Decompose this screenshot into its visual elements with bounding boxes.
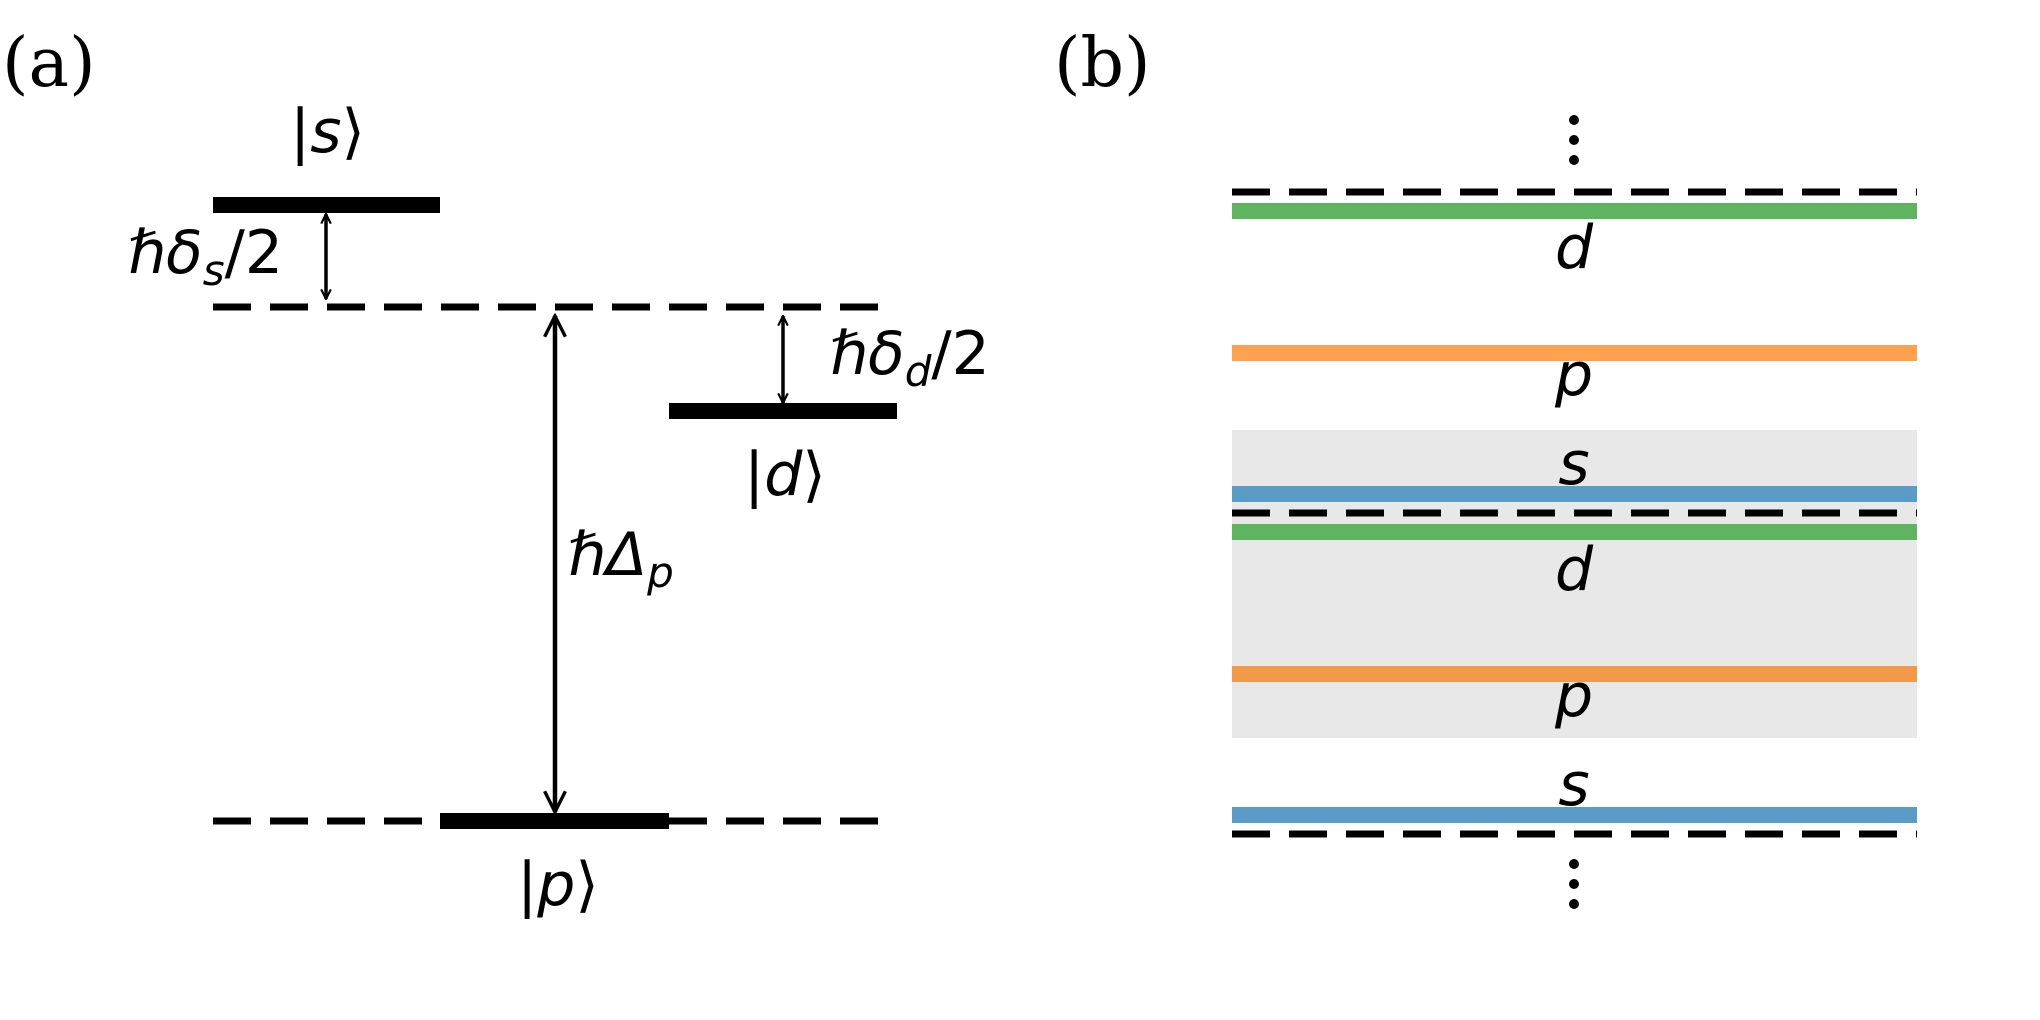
level-p-upper-label: p: [1554, 340, 1593, 410]
ellipsis-top: [1569, 115, 1579, 165]
detuning-p-label: ℏΔp: [568, 520, 674, 597]
level-d-upper-label: d: [1555, 213, 1594, 283]
panel-a-label: (a): [2, 24, 96, 103]
panel-b-label: (b): [1054, 24, 1151, 103]
panel-b: (b) d p s d p s: [1054, 24, 1917, 909]
state-s-label: |s⟩: [290, 97, 365, 167]
state-d-label: |d⟩: [744, 440, 826, 510]
level-p-lower-label: p: [1554, 661, 1593, 731]
panel-a: (a) |s⟩ ℏδs/2 ℏδd/2 |d⟩ ℏΔp |p⟩: [2, 24, 990, 920]
state-p-label: |p⟩: [517, 850, 599, 920]
detuning-d-label: ℏδd/2: [830, 319, 990, 396]
ellipsis-bottom: [1569, 859, 1579, 909]
level-d-lower-label: d: [1555, 535, 1594, 605]
detuning-s-label: ℏδs/2: [128, 218, 283, 295]
unit-cell-shade: [1232, 430, 1917, 738]
